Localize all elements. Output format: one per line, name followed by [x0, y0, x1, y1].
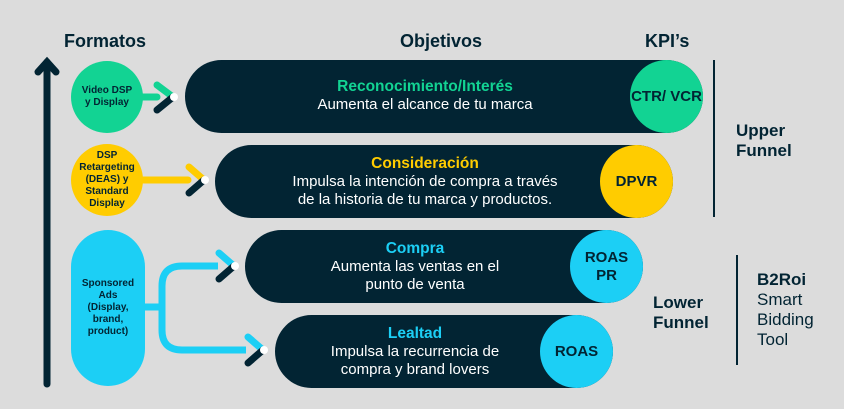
objective-title: Compra	[385, 240, 445, 257]
format-label: DSP Retargeting (DEAS) y Standard Displa…	[79, 150, 135, 209]
tool-name: B2Roi	[757, 270, 807, 289]
kpi-badge: ROAS PR	[570, 230, 643, 303]
objective-lealtad: Lealtad Impulsa la recurrencia de compra…	[275, 315, 613, 388]
kpi-badge: ROAS	[540, 315, 613, 388]
objective-desc: compra y brand lovers	[340, 361, 490, 378]
format-sponsored-ads: Sponsored Ads (Display, brand, product)	[71, 230, 145, 386]
objective-desc: Aumenta el alcance de tu marca	[317, 96, 533, 113]
vertical-up-arrow-icon	[34, 56, 60, 388]
header-formatos: Formatos	[64, 31, 147, 51]
objective-desc: Impulsa la intención de compra a través	[292, 173, 558, 190]
branch-arrow-icon	[141, 249, 268, 367]
objective-title: Consideración	[371, 155, 479, 172]
objective-title: Lealtad	[387, 325, 443, 342]
objective-desc: Aumenta las ventas en el	[330, 258, 500, 275]
tool-block: B2Roi Smart Bidding Tool	[757, 270, 837, 350]
arrow-icon	[139, 163, 209, 197]
arrow-icon	[136, 81, 178, 114]
header-kpis: KPI’s	[645, 31, 690, 51]
upper-funnel-label: Upper Funnel	[736, 121, 792, 160]
objective-desc: punto de venta	[365, 276, 465, 293]
objective-title: Reconocimiento/Interés	[337, 78, 513, 95]
tool-divider	[736, 255, 738, 365]
kpi-badge: DPVR	[600, 145, 673, 218]
objective-desc: de la historia de tu marca y productos.	[297, 191, 553, 208]
lower-funnel-label: Lower Funnel	[653, 293, 709, 332]
objective-desc: Impulsa la recurrencia de	[330, 343, 500, 360]
format-label: Video DSP y Display	[81, 85, 133, 108]
kpi-badge: CTR/ VCR	[630, 60, 703, 133]
format-label: Sponsored Ads (Display, brand, product)	[81, 278, 135, 337]
objective-consideracion: Consideración Impulsa la intención de co…	[215, 145, 673, 218]
format-dsp-retargeting: DSP Retargeting (DEAS) y Standard Displa…	[71, 144, 143, 216]
objective-reconocimiento: Reconocimiento/Interés Aumenta el alcanc…	[185, 60, 703, 133]
format-video-dsp: Video DSP y Display	[71, 61, 143, 133]
tool-desc: Smart Bidding Tool	[757, 290, 814, 349]
upper-funnel-divider	[713, 60, 715, 217]
header-objetivos: Objetivos	[400, 31, 483, 51]
objective-compra: Compra Aumenta las ventas en el punto de…	[245, 230, 643, 303]
